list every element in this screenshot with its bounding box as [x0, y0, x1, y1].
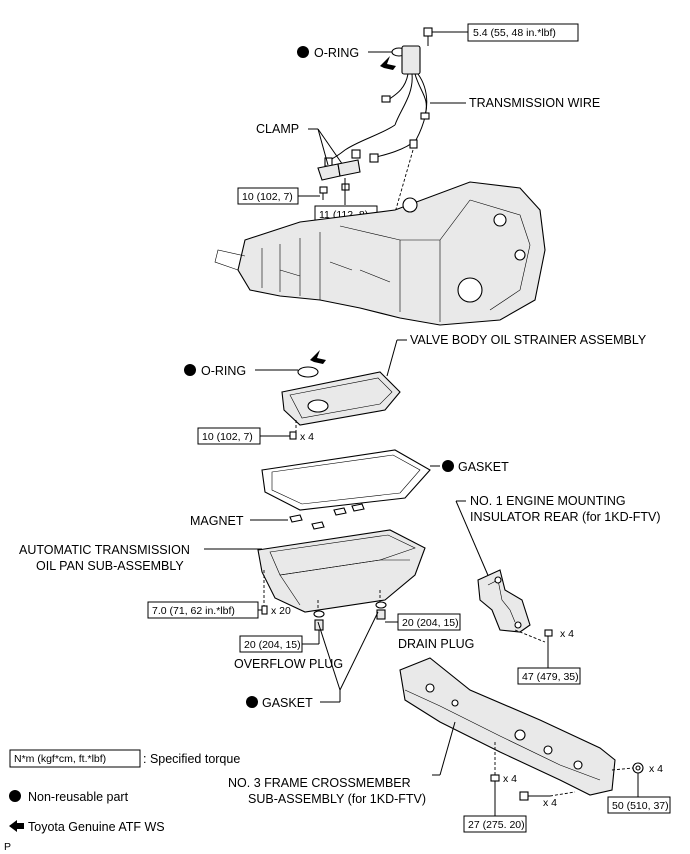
- mult-mount: x 4: [560, 628, 574, 640]
- oil-pan-label-2: OIL PAN SUB-ASSEMBLY: [36, 559, 184, 573]
- clamp-label: CLAMP: [256, 122, 299, 136]
- overflow-plug-label: OVERFLOW PLUG: [234, 657, 343, 671]
- legend-torque-box: [9, 749, 141, 768]
- gasket-bottom-label: GASKET: [262, 696, 313, 710]
- non-reusable-dot: [297, 46, 309, 58]
- drain-plug-label: DRAIN PLUG: [398, 637, 474, 651]
- torque-clamp-a: 10 (102, 7): [242, 191, 293, 203]
- mult-cross-b: x 4: [543, 797, 557, 809]
- legend-torque-desc: : Specified torque: [143, 752, 240, 766]
- bolt-pan: [261, 605, 268, 615]
- mount-label-2: INSULATOR REAR (for 1KD-FTV): [470, 510, 661, 524]
- legend-torque-format: N*m (kgf*cm, ft.*lbf): [14, 753, 106, 765]
- mult-strainer: x 4: [300, 431, 314, 443]
- torque-box-cross-a: [463, 815, 527, 833]
- o-ring-mid: [297, 366, 319, 378]
- torque-wire: 5.4 (55, 48 in.*lbf): [473, 27, 556, 39]
- legend-atf: Toyota Genuine ATF WS: [28, 820, 165, 834]
- torque-box-clamp-a: [237, 187, 299, 205]
- torque-box-cross-c: [607, 796, 671, 814]
- magnet: [289, 503, 365, 530]
- nut-crossmember: [632, 762, 644, 774]
- crossmember-label-2: SUB-ASSEMBLY (for 1KD-FTV): [248, 792, 426, 806]
- torque-box-mount: [517, 667, 581, 685]
- crossmember-label-1: NO. 3 FRAME CROSSMEMBER: [228, 776, 411, 790]
- gasket-pan: [261, 449, 431, 511]
- bolt-clamp-a: [319, 186, 328, 200]
- torque-cross-a: 27 (275. 20): [468, 819, 525, 831]
- figure-code: P: [4, 841, 11, 853]
- non-reusable-dot: [246, 696, 258, 708]
- mult-pan: x 20: [271, 605, 291, 617]
- non-reusable-dot: [184, 364, 196, 376]
- frame-crossmember: [399, 657, 616, 796]
- torque-box-wire: [467, 23, 579, 42]
- oil-pan-label-1: AUTOMATIC TRANSMISSION: [19, 543, 190, 557]
- atf-arrow-icon: [380, 56, 396, 70]
- torque-overflow: 20 (204, 15): [244, 639, 301, 651]
- transmission-case: [214, 181, 546, 326]
- mult-cross-a: x 4: [503, 773, 517, 785]
- bolt-crossmember-a: [490, 774, 500, 790]
- torque-mount: 47 (479, 35): [522, 671, 579, 683]
- oil-pan: [257, 529, 426, 613]
- engine-mounting-insulator: [477, 569, 531, 633]
- bolt-crossmember-b: [519, 791, 550, 801]
- bolt-mount: [544, 629, 553, 650]
- torque-strainer: 10 (102, 7): [202, 431, 253, 443]
- atf-arrow-icon: [310, 350, 326, 364]
- mult-cross-c: x 4: [649, 763, 663, 775]
- overflow-plug: [313, 610, 325, 631]
- torque-pan: 7.0 (71, 62 in.*lbf): [152, 605, 235, 617]
- non-reusable-dot: [442, 460, 454, 472]
- bolt-clamp-b: [341, 178, 350, 205]
- drain-plug: [375, 601, 387, 620]
- legend-atf-arrow-icon: [9, 820, 24, 832]
- legend-non-reusable: Non-reusable part: [28, 790, 129, 804]
- transmission-wire-label: TRANSMISSION WIRE: [469, 96, 600, 110]
- clamp: [317, 159, 361, 181]
- legend-non-reusable-icon: [9, 790, 21, 802]
- valve-body-oil-strainer: [281, 371, 401, 426]
- valve-body-label: VALVE BODY OIL STRAINER ASSEMBLY: [410, 333, 647, 347]
- mount-label-1: NO. 1 ENGINE MOUNTING: [470, 494, 626, 508]
- transmission-wire: [324, 45, 430, 167]
- torque-cross-c: 50 (510, 37): [612, 800, 669, 812]
- o-ring-mid-label: O-RING: [201, 364, 246, 378]
- bolt-wire: [423, 27, 433, 46]
- bolt-strainer: [289, 431, 297, 440]
- o-ring-top-label: O-RING: [314, 46, 359, 60]
- magnet-label: MAGNET: [190, 514, 244, 528]
- torque-drain: 20 (204, 15): [402, 617, 459, 629]
- gasket-top-label: GASKET: [458, 460, 509, 474]
